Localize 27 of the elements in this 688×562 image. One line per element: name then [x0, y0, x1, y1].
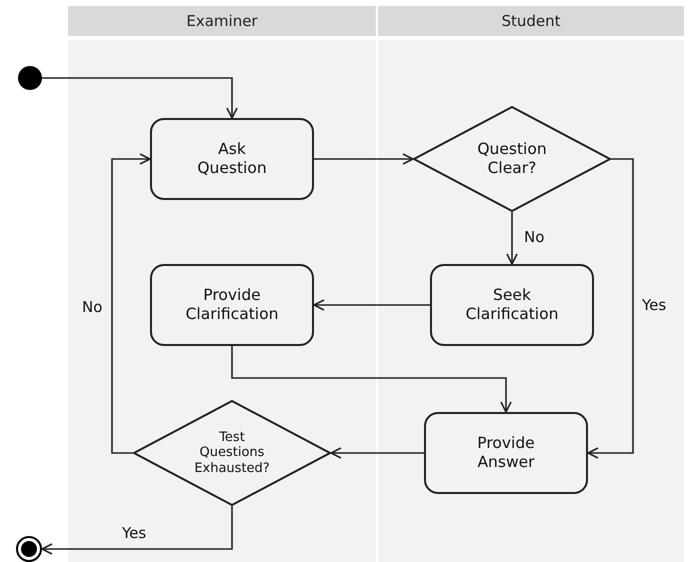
swimlane [68, 6, 376, 562]
swimlane [378, 6, 684, 562]
node-label: Seek Clarification [464, 286, 560, 324]
arrow [587, 158, 634, 459]
activity-box [430, 264, 594, 346]
node-label: Test Questions Exhausted? [193, 430, 271, 476]
decision-diamond [413, 106, 611, 212]
arrow [41, 506, 233, 555]
node-label: Question Clear? [476, 140, 548, 178]
node-label: Provide Answer [476, 434, 536, 472]
start-node [18, 66, 42, 90]
lane-title: Examiner [186, 12, 258, 30]
activity-box [150, 264, 314, 346]
activity-box [150, 118, 314, 200]
lane-title: Student [501, 12, 561, 30]
arrow [314, 153, 414, 165]
activity-box [424, 412, 588, 494]
arrow [506, 212, 518, 265]
arrow [42, 77, 238, 119]
node-label: Provide Clarification [184, 286, 280, 324]
end-node [16, 536, 42, 562]
node-label: Ask Question [196, 140, 268, 178]
arrow [111, 153, 151, 454]
arrow [330, 447, 424, 459]
arrow [313, 299, 430, 311]
arrow [231, 346, 512, 413]
decision-diamond [133, 400, 331, 506]
